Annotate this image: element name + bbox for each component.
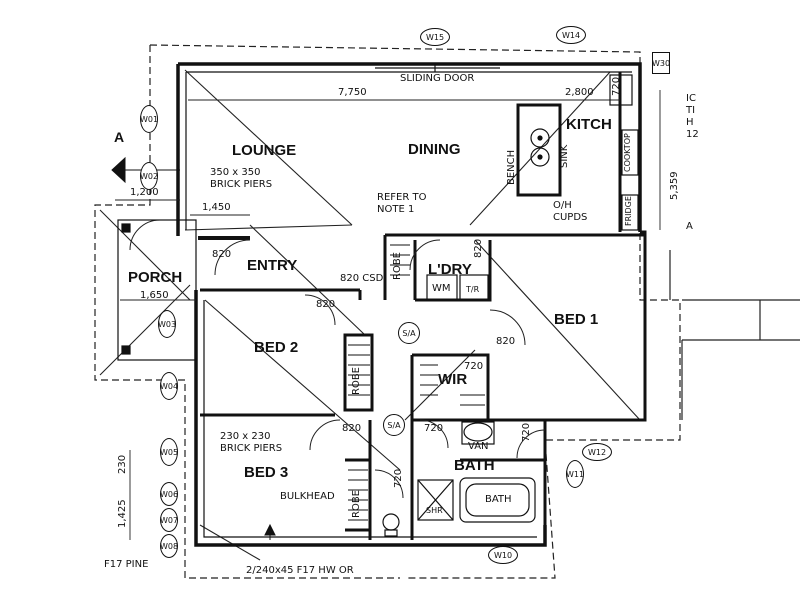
window-tag-w05: W05	[160, 438, 178, 466]
dim-kitchen: 2,800	[565, 87, 594, 98]
note-oh-cupds-line1: O/H	[553, 200, 572, 211]
door-laundry: 820	[473, 238, 484, 258]
internal-walls	[200, 72, 645, 540]
sliding-door-track	[375, 64, 500, 72]
room-label-bed2: BED 2	[254, 339, 299, 356]
note-tr: T/R	[466, 285, 480, 294]
note-cooktop: COOKTOP	[623, 133, 632, 172]
note-left: F17 PINE	[104, 559, 149, 570]
note-van: VAN	[468, 441, 489, 452]
window-tag-w12: W12	[582, 443, 612, 461]
bulkhead-arrow	[264, 523, 276, 540]
room-label-bath: BATH	[454, 457, 495, 474]
note-robe-bed3: ROBE	[351, 490, 362, 518]
note-brick-piers-350-line2: BRICK PIERS	[210, 179, 273, 190]
note-wm: WM	[432, 283, 451, 294]
smoke-alarm-2: S/A	[383, 414, 405, 436]
note-csd: 820 CSD	[340, 273, 384, 284]
dim-bed3-height: 1,425	[117, 499, 128, 528]
room-label-laundry: L'DRY	[428, 261, 472, 278]
dim-porch-pier-offset: 1,200	[130, 187, 159, 198]
bath-fixtures	[382, 421, 536, 537]
note-sliding-door: SLIDING DOOR	[400, 73, 475, 84]
dim-side-height: 5,359	[669, 171, 680, 200]
note-bulkhead: BULKHEAD	[280, 491, 335, 502]
dim-lounge-dining: 7,750	[338, 87, 367, 98]
window-tag-w11: W11	[566, 460, 584, 488]
section-marker-label: A	[114, 129, 125, 145]
robe-hatching	[348, 244, 485, 521]
note-brick-piers-230-line2: BRICK PIERS	[220, 443, 283, 454]
window-tag-w30: W30	[652, 52, 670, 74]
window-tag-w03: W03	[158, 310, 176, 338]
door-bed3: 820	[342, 423, 362, 434]
door-entry: 820	[212, 249, 232, 260]
note-fridge: FRIDGE	[624, 196, 633, 226]
window-tag-w10: W10	[488, 546, 518, 564]
window-tag-w01: W01	[140, 105, 158, 133]
window-tag-w04: W04	[160, 372, 178, 400]
margin-text-1: IC	[686, 93, 696, 104]
note-sink: SINK	[559, 144, 570, 168]
dim-porch-width: 1,650	[140, 290, 169, 301]
margin-text-3: H	[686, 117, 694, 128]
window-tag-w07: W07	[160, 508, 178, 532]
room-label-dining: DINING	[408, 141, 461, 158]
roof-lines	[99, 69, 641, 561]
room-label-bed3: BED 3	[244, 464, 289, 481]
door-wir: 720	[464, 361, 484, 372]
room-label-lounge: LOUNGE	[232, 142, 297, 159]
neighbour-walls	[669, 250, 800, 420]
room-label-entry: ENTRY	[247, 257, 298, 274]
note-refer-line1: REFER TO	[377, 192, 427, 203]
window-tag-w14: W14	[556, 26, 586, 44]
window-tag-w15: W15	[420, 28, 450, 46]
margin-text-4: 12	[686, 129, 699, 140]
note-shr: SHR	[426, 506, 443, 515]
laundry-fixtures	[426, 274, 489, 301]
window-tag-w02: W02	[140, 162, 158, 190]
margin-text-5: A	[686, 221, 693, 232]
external-walls	[176, 62, 647, 547]
dimension-lines	[115, 90, 661, 540]
smoke-alarm-1: S/A	[398, 322, 420, 344]
note-robe-bed2: ROBE	[351, 367, 362, 395]
note-refer-line2: NOTE 1	[377, 204, 415, 215]
window-tag-w08: W08	[160, 534, 178, 558]
door-bed3-side: 720	[393, 468, 404, 488]
margin-text-2: TI	[686, 105, 696, 116]
note-brick-piers-230-line1: 230 x 230	[220, 431, 271, 442]
note-robe-laundry: ROBE	[392, 252, 403, 280]
note-bath-tub: BATH	[485, 494, 512, 505]
room-label-kitchen: KITCH	[566, 116, 612, 133]
door-bed1: 820	[496, 336, 516, 347]
door-bath-top: 720	[424, 423, 444, 434]
note-oh-cupds-line2: CUPDS	[553, 212, 588, 223]
window-tag-w06: W06	[160, 482, 178, 506]
room-label-porch: PORCH	[128, 269, 183, 286]
door-bath-side: 720	[521, 422, 532, 442]
porch-slab	[117, 219, 197, 361]
note-brick-piers-350-line1: 350 x 350	[210, 167, 261, 178]
kitchen-sink	[530, 128, 550, 167]
door-swings	[129, 219, 546, 499]
room-label-bed1: BED 1	[554, 311, 599, 328]
room-label-wir: WIR	[438, 371, 468, 388]
dim-porch-pier-spacing: 1,450	[202, 202, 231, 213]
dim-bed3-top: 230	[117, 454, 128, 474]
kitchen-appliances	[609, 74, 639, 231]
door-bed2: 820	[316, 299, 336, 310]
note-bench: BENCH	[506, 149, 517, 185]
note-bottom: 2/240x45 F17 HW OR	[246, 565, 354, 576]
door-kitchen: 720	[611, 76, 622, 96]
